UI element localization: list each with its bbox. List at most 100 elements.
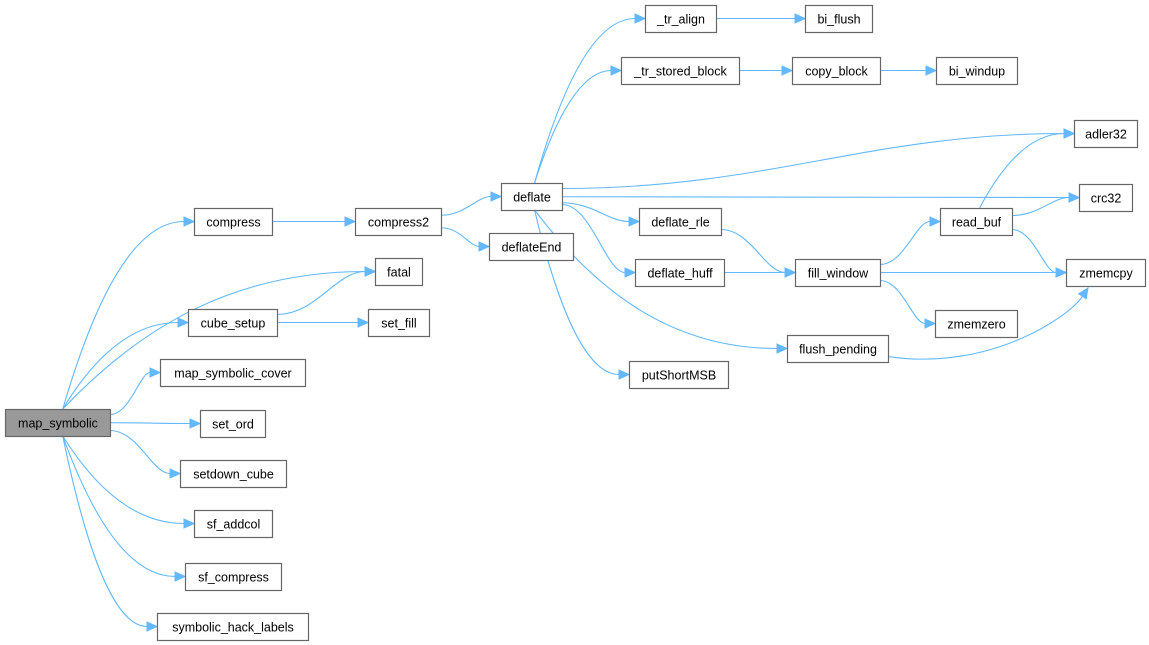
node-label: bi_flush [817,13,860,27]
node-flush-pending[interactable]: flush_pending [786,334,890,364]
node-box [934,309,1019,339]
node-copy-block[interactable]: copy_block [791,56,882,86]
node-compress[interactable]: compress [193,207,274,237]
arrowhead-icon [149,367,162,378]
node-box [179,459,288,489]
edge-line [1011,196,1070,217]
node-label: crc32 [1091,192,1122,206]
edge-copy-block-to-bi-windup [879,65,938,76]
node-cube-setup[interactable]: cube_setup [187,308,279,338]
node-box [367,308,431,338]
arrowhead-icon [610,65,623,76]
edge-line [887,296,1083,360]
edge-compress2-to-deflateEnd [440,227,491,252]
node-deflate[interactable]: deflate [500,182,564,212]
edge-line [534,69,612,184]
node-label: _tr_stored_block [633,65,727,79]
edge-line [62,435,176,578]
node-label: adler32 [1085,128,1127,142]
node-label: symbolic_hack_labels [172,621,294,635]
node-label: copy_block [805,65,868,79]
arrowhead-icon [189,418,202,429]
arrowhead-icon [146,621,159,632]
node-box [1065,258,1147,288]
arrowhead-icon [1063,128,1076,139]
edge-read-buf-to-zmemcpy [1011,228,1068,278]
edge-deflate-huff-to-fill-window [723,267,797,278]
node-label: zmemcpy [1079,267,1133,281]
edge-deflate-rle-to-fill-window [720,228,797,278]
node-box [156,612,310,642]
node-bi-windup[interactable]: bi_windup [935,56,1019,86]
arrowhead-icon [794,13,807,24]
node-box [634,258,726,288]
node-box [159,358,307,388]
node-sf-compress[interactable]: sf_compress [184,562,283,592]
node-set-ord[interactable]: set_ord [199,409,267,439]
edge-compress-to-compress2 [272,216,357,227]
edge-line [440,227,480,248]
node-box [374,257,424,287]
arrowhead-icon [1077,286,1089,300]
arrowhead-icon [1055,267,1068,278]
node-fill-window[interactable]: fill_window [794,258,882,288]
arrowhead-icon [618,369,631,380]
arrowhead-icon [490,191,503,202]
node--tr-stored-block[interactable]: _tr_stored_block [620,56,741,86]
edge-map-symbolic-to-set-ord [109,418,202,429]
edge-map-symbolic-to-compress [62,216,196,410]
edge-map-symbolic-to-fatal [62,266,377,410]
node-adler32[interactable]: adler32 [1073,119,1139,149]
node-box [187,308,279,338]
arrowhead-icon [478,241,491,252]
node-bi-flush[interactable]: bi_flush [804,4,874,34]
edge-deflate-to-deflate-rle [561,202,641,227]
arrowhead-icon [169,468,182,479]
node-map-symbolic-cover[interactable]: map_symbolic_cover [159,358,307,388]
node-read-buf[interactable]: read_buf [939,207,1014,237]
node-zmemcpy[interactable]: zmemcpy [1065,258,1147,288]
arrowhead-icon [183,216,196,227]
node-label: compress [206,216,260,230]
node-fatal[interactable]: fatal [374,257,424,287]
node-box [644,4,718,34]
node-box [199,409,267,439]
node-symbolic-hack-labels[interactable]: symbolic_hack_labels [156,612,310,642]
node-deflate-rle[interactable]: deflate_rle [638,207,723,237]
node-set-fill[interactable]: set_fill [367,308,431,338]
node-deflate-huff[interactable]: deflate_huff [634,258,726,288]
edge-line [62,270,366,410]
node-box [794,258,882,288]
edge-fill-window-to-zmemzero [879,279,937,329]
node-label: set_fill [381,317,416,331]
node-label: read_buf [952,216,1002,230]
node-box [804,4,874,34]
edge-map-symbolic-to-cube-setup [62,317,190,410]
node-label: map_symbolic_cover [174,367,291,381]
arrowhead-icon [174,571,187,582]
edge-line [879,220,931,266]
node-box [184,562,283,592]
node-map-symbolic[interactable]: map_symbolic [4,408,112,438]
node-crc32[interactable]: crc32 [1078,183,1134,213]
node-box [1073,119,1139,149]
edge-line [979,132,1065,209]
node-setdown-cube[interactable]: setdown_cube [179,459,288,489]
node-zmemzero[interactable]: zmemzero [934,309,1019,339]
edge-read-buf-to-adler32 [979,128,1076,209]
node-box [1078,183,1134,213]
node--tr-align[interactable]: _tr_align [644,4,718,34]
node-box [638,207,723,237]
edge-line [109,422,191,425]
edge-map-symbolic-to-sf-addcol [62,435,196,529]
node-label: putShortMSB [642,369,716,383]
node-box [193,509,274,539]
arrowhead-icon [784,267,797,278]
edge-line [62,321,179,410]
edge-line [62,435,148,628]
node-sf-addcol[interactable]: sf_addcol [193,509,274,539]
node-box [500,182,564,212]
node-putShortMSB[interactable]: putShortMSB [628,360,730,390]
node-compress2[interactable]: compress2 [354,207,443,237]
node-deflateEnd[interactable]: deflateEnd [488,232,575,262]
